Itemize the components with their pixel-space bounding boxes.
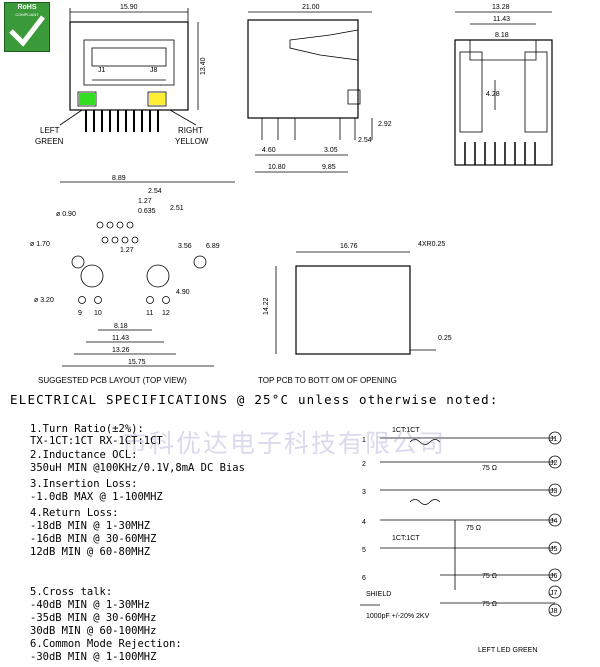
pcb-dim-10: 11.43 <box>112 335 129 342</box>
led-right-label: RIGHT <box>178 126 203 135</box>
sch-j6: J6 <box>550 573 558 580</box>
spec-line-2: 2.Inductance OCL: <box>30 449 138 461</box>
spec-line-5: -1.0dB MAX @ 1-100MHZ <box>30 491 163 503</box>
pcb-dim-6: 3.56 <box>178 243 192 250</box>
sch-r2: 75 Ω <box>466 525 481 532</box>
opening-radius: 4XR0.25 <box>418 241 445 248</box>
spec-line-0: 1.Turn Ratio(±2%): <box>30 423 144 435</box>
pcb-hole-1: ø 1.70 <box>30 241 50 248</box>
pcb-caption: SUGGESTED PCB LAYOUT (TOP VIEW) <box>38 376 187 385</box>
spec-line-11: 5.Cross talk: <box>30 586 113 598</box>
spec-line-8: -16dB MIN @ 30-60MHZ <box>30 533 157 545</box>
spec-line-3: 350uH MIN @100KHz/0.1V,8mA DC Bias <box>30 462 245 474</box>
front-width-dim: 15.90 <box>120 4 138 11</box>
sch-j1: J1 <box>550 436 558 443</box>
pcb-hole-0: ø 0.90 <box>56 211 76 218</box>
side-d1: 4.60 <box>262 147 276 154</box>
opening-thick: 0.25 <box>438 335 452 342</box>
sch-pin-3: 3 <box>362 489 366 496</box>
end-view <box>454 11 553 166</box>
end-d4: 4.28 <box>486 91 500 98</box>
pcb-layout <box>60 181 235 367</box>
pcb-dim-3: 0.635 <box>138 208 156 215</box>
sch-j3: J3 <box>550 488 558 495</box>
sch-pin-6: 6 <box>362 575 366 582</box>
sch-led-legend: LEFT LED GREEN <box>478 647 537 654</box>
spec-line-4: 3.Insertion Loss: <box>30 478 138 490</box>
side-d5: 9.85 <box>322 164 336 171</box>
rohs-subtitle: COMPLIANT <box>15 12 39 17</box>
rohs-title: RoHS <box>17 4 37 11</box>
side-d3: 2.54 <box>358 137 372 144</box>
side-top-dim: 21.00 <box>302 4 320 11</box>
opening-width-dim: 16.76 <box>340 243 358 250</box>
sch-ct-top: 1CT:1CT <box>392 427 420 434</box>
pcb-dim-11: 13.26 <box>112 347 130 354</box>
opening <box>275 251 436 355</box>
side-view <box>247 11 373 173</box>
sch-j7: J7 <box>550 590 558 597</box>
pcb-pin-12: 12 <box>162 310 170 317</box>
rohs-logo: RoHS COMPLIANT <box>4 2 50 52</box>
sch-pin-1: 1 <box>362 437 366 444</box>
sch-shield: SHIELD <box>366 591 391 598</box>
sch-r4: 75 Ω <box>482 601 497 608</box>
sch-j8: J8 <box>550 608 558 615</box>
pin-left-label: J1 <box>98 67 106 74</box>
watermark: 市科优达电子科技有限公司 <box>122 429 447 458</box>
spec-line-16: -30dB MIN @ 1-100MHZ <box>30 651 157 663</box>
schematic <box>360 431 562 617</box>
spec-title: ELECTRICAL SPECIFICATIONS @ 25°C unless … <box>10 392 499 407</box>
pcb-dim-1: 2.54 <box>148 188 162 195</box>
pcb-dim-7: 6.89 <box>206 243 220 250</box>
spec-line-9: 12dB MIN @ 60-80MHZ <box>30 546 151 558</box>
pcb-dim-0: 8.89 <box>112 175 126 182</box>
pcb-dim-12: 15.75 <box>128 359 146 366</box>
opening-height-dim: 14.22 <box>263 297 270 315</box>
sch-r3: 75 Ω <box>482 573 497 580</box>
sch-pin-5: 5 <box>362 547 366 554</box>
end-d1: 13.28 <box>492 4 510 11</box>
opening-caption: TOP PCB TO BOTT OM OF OPENING <box>258 376 397 385</box>
spec-line-7: -18dB MIN @ 1-30MHZ <box>30 520 151 532</box>
pcb-dim-8: 4.90 <box>176 289 190 296</box>
pcb-dim-4: 2.51 <box>170 205 184 212</box>
side-d2: 3.05 <box>324 147 338 154</box>
front-height-dim: 13.40 <box>200 57 207 75</box>
spec-line-13: -35dB MIN @ 30-60MHz <box>30 612 157 624</box>
pcb-hole-2: ø 3.20 <box>34 297 54 304</box>
led-left-color: GREEN <box>35 137 64 146</box>
yellow-led <box>149 93 165 105</box>
pcb-dim-9: 8.18 <box>114 323 128 330</box>
pcb-pin-9: 9 <box>78 310 82 317</box>
side-tail-dim: 2.92 <box>378 121 392 128</box>
led-right-color: YELLOW <box>175 137 209 146</box>
pcb-dim-5: 1.27 <box>120 247 134 254</box>
sch-j5: J5 <box>550 546 558 553</box>
sch-r1: 75 Ω <box>482 465 497 472</box>
pcb-pin-10: 10 <box>94 310 102 317</box>
pcb-dim-2: 1.27 <box>138 198 152 205</box>
green-led <box>79 93 95 105</box>
spec-line-1: TX-1CT:1CT RX-1CT:1CT <box>30 435 163 447</box>
led-left-label: LEFT <box>40 126 60 135</box>
sch-pin-4: 4 <box>362 519 366 526</box>
spec-line-14: 30dB MIN @ 60-100MHz <box>30 625 157 637</box>
sch-ct-bottom: 1CT:1CT <box>392 535 420 542</box>
sch-j4: J4 <box>550 518 558 525</box>
spec-line-6: 4.Return Loss: <box>30 507 119 519</box>
sch-pin-2: 2 <box>362 461 366 468</box>
spec-line-15: 6.Common Mode Rejection: <box>30 638 182 650</box>
check-icon <box>9 15 45 47</box>
sch-cap: 1000pF +/-20% 2KV <box>366 613 430 620</box>
pin-right-label: J8 <box>150 67 158 74</box>
end-d2: 11.43 <box>493 16 510 23</box>
spec-line-12: -40dB MIN @ 1-30MHz <box>30 599 151 611</box>
end-d3: 8.18 <box>495 32 509 39</box>
pcb-pin-11: 11 <box>146 310 153 317</box>
side-d4: 10.80 <box>268 164 286 171</box>
front-view <box>59 8 199 132</box>
sch-j2: J2 <box>550 460 558 467</box>
